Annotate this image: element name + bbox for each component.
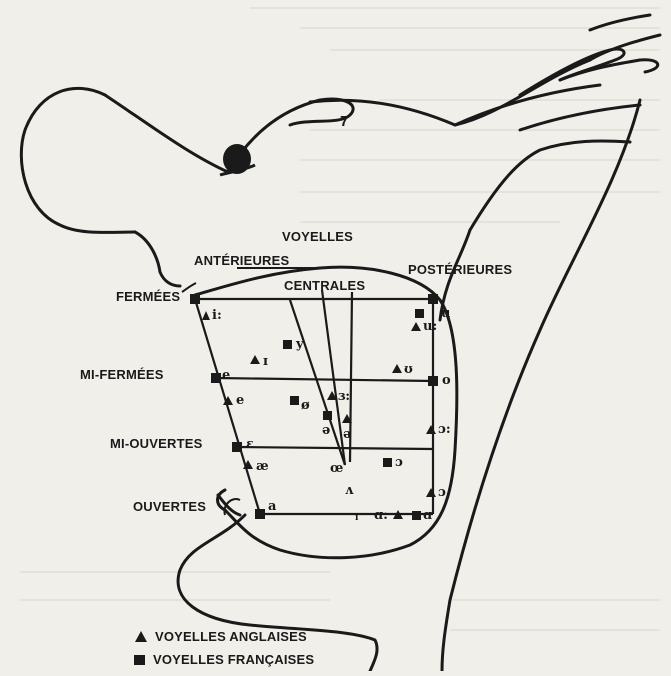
head-marker: 7 [340,113,349,130]
vowel-symbol: e [222,369,230,382]
label-close-mid: MI-FERMÉES [80,367,164,382]
vowel-symbol: i: [212,309,222,322]
vowel-symbol: ɛ [246,438,254,451]
diagram-title: VOYELLES [282,229,353,244]
vowel-symbol: u [441,307,450,320]
legend-english: VOYELLES ANGLAISES [135,629,307,644]
label-close: FERMÉES [116,289,180,304]
vowel-symbol: ɔ [395,456,403,469]
square-icon [134,655,145,665]
vowel-symbol: ə [343,428,351,441]
triangle-icon [135,631,147,642]
legend-french: VOYELLES FRANÇAISES [134,652,314,667]
vowel-symbol: œ [330,462,343,475]
vowel-symbol: ɑ [423,509,432,522]
vowel-symbol: ɔ: [438,423,451,436]
label-open: OUVERTES [133,499,206,514]
vowel-symbol: o [442,374,451,387]
vowel-symbol: ɪ [263,355,268,368]
vowel-symbol: ʊ [404,363,413,376]
vowel-symbol: ɔ [438,486,446,499]
vowel-symbol: i [355,514,358,523]
vowel-symbol: ɑ: [374,509,388,522]
vowel-symbol: ə [322,424,330,437]
english-vowel-markers [202,311,436,519]
legend-english-label: VOYELLES ANGLAISES [155,629,307,644]
label-back: POSTÉRIEURES [408,262,512,277]
label-central: CENTRALES [284,278,365,293]
vowel-symbol: a [268,500,276,513]
vowel-symbol: y [296,338,304,351]
vowel-symbol: u: [423,320,437,333]
vowel-symbol: e [236,394,244,407]
label-front: ANTÉRIEURES [194,253,289,268]
legend-french-label: VOYELLES FRANÇAISES [153,652,314,667]
label-open-mid: MI-OUVERTES [110,436,202,451]
vowel-symbol: ʌ [345,484,353,497]
vowel-symbol: ɜ: [338,390,350,403]
vowel-symbol: ø [301,399,310,412]
vowel-symbol: æ [256,460,269,473]
